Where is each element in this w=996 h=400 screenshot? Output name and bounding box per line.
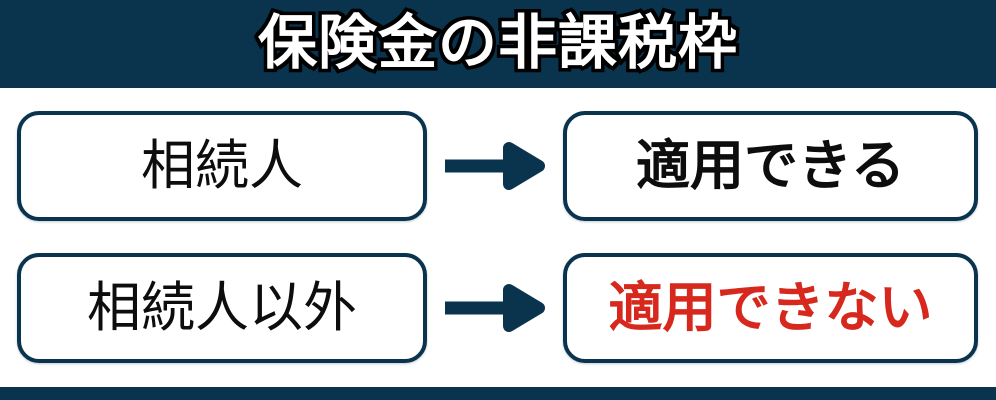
page-title-outline: 保険金の非課税枠 — [254, 9, 740, 76]
title-bar: 保険金の非課税枠 保険金の非課税枠 — [0, 0, 996, 88]
condition-label-heir: 相続人 — [141, 136, 303, 196]
condition-box-non-heir: 相続人以外 — [17, 253, 427, 363]
result-label-non-heir: 適用できない — [608, 278, 933, 338]
diagram-row-heir: 相続人 適用できる — [0, 111, 996, 221]
page-title-text: 保険金の非課税枠 — [257, 9, 738, 76]
result-box-non-heir: 適用できない — [563, 253, 978, 363]
page-title: 保険金の非課税枠 保険金の非課税枠 — [254, 9, 740, 76]
result-label-heir: 適用できる — [636, 136, 905, 196]
condition-label-non-heir: 相続人以外 — [87, 278, 357, 338]
result-box-heir: 適用できる — [563, 111, 978, 221]
diagram-row-non-heir: 相続人以外 適用できない — [0, 253, 996, 363]
footer-bar — [0, 387, 996, 400]
arrow-right-icon — [445, 284, 545, 332]
arrow-right-icon — [445, 142, 545, 190]
condition-box-heir: 相続人 — [17, 111, 427, 221]
